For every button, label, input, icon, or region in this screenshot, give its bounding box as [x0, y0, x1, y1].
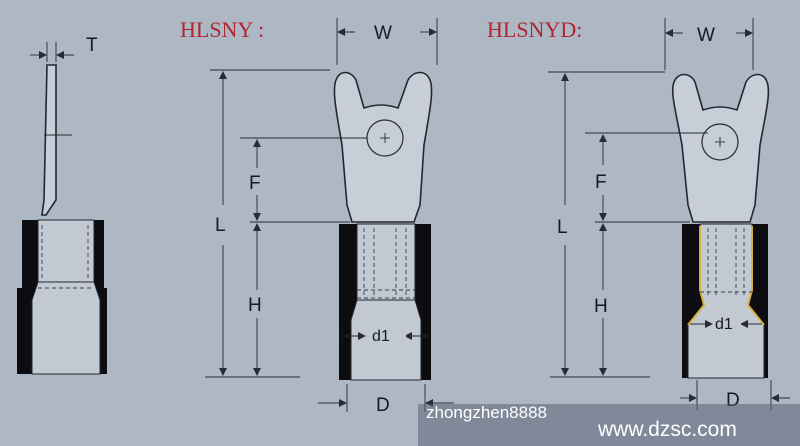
- dimension-label-t: T: [86, 35, 98, 56]
- dimension-label-w-right: W: [697, 25, 715, 46]
- hlsny-view: W d1 D L: [205, 18, 454, 416]
- watermark-left: zhongzhen8888: [426, 403, 547, 422]
- watermark-right: www.dzsc.com: [597, 418, 737, 441]
- dimension-label-h-left: H: [248, 295, 262, 316]
- title-hlsnyd: HLSNYD:: [487, 17, 582, 42]
- watermark-bar: zhongzhen8888 www.dzsc.com: [418, 403, 800, 446]
- hlsnyd-view: W d1 D L: [548, 18, 790, 411]
- hlsnyd-spade: [671, 73, 770, 223]
- side-blade: [41, 64, 57, 216]
- dimension-label-d1-left: d1: [372, 328, 390, 345]
- hlsnyd-stud-hole: [701, 123, 739, 161]
- title-hlsny: HLSNY :: [180, 17, 264, 42]
- dimension-label-w-left: W: [374, 23, 392, 44]
- dimension-label-d1-right: d1: [715, 316, 733, 333]
- dimension-label-f-right: F: [595, 172, 607, 193]
- dimension-label-h-right: H: [594, 296, 608, 317]
- dimension-label-l-right: L: [557, 217, 568, 238]
- dimension-label-d-left: D: [376, 395, 390, 416]
- hlsny-spade: [333, 71, 433, 223]
- side-view: T: [17, 35, 107, 375]
- dimension-label-f-left: F: [249, 173, 261, 194]
- dimension-label-l-left: L: [215, 215, 226, 236]
